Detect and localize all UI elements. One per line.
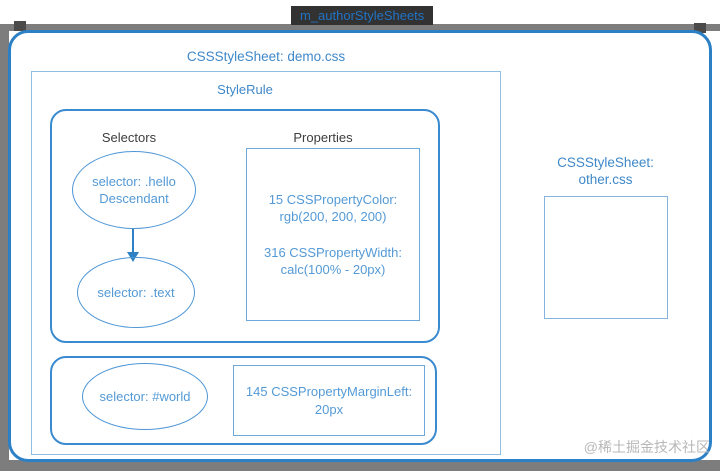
selector-hello-node: selector: .hello Descendant xyxy=(72,151,196,229)
properties-header: Properties xyxy=(293,130,353,145)
stylerule-box-2 xyxy=(50,356,437,445)
selector-hello-line2: Descendant xyxy=(99,191,169,206)
selector-text-label: selector: .text xyxy=(97,285,175,300)
selector-world-label: selector: #world xyxy=(99,389,191,404)
property-marginleft-box: 145 CSSPropertyMarginLeft: 20px xyxy=(233,365,425,436)
stylerule-title: StyleRule xyxy=(217,82,273,97)
author-stylesheets-tag: m_authorStyleSheets xyxy=(291,6,434,25)
selectors-header: Selectors xyxy=(101,130,157,145)
property-width-entry: 316 CSSPropertyWidth: calc(100% - 20px) xyxy=(264,244,402,279)
other-stylesheet-title: CSSStyleSheet: other.css xyxy=(544,154,667,188)
frame-shadow-notch-left xyxy=(14,21,26,31)
frame-shadow-left xyxy=(0,24,9,471)
stylerule-box-1 xyxy=(50,109,440,343)
other-stylesheet-title-line1: CSSStyleSheet: xyxy=(557,155,654,170)
selector-text-node: selector: .text xyxy=(77,257,195,328)
property-width-line2: calc(100% - 20px) xyxy=(280,262,386,277)
property-marginleft-entry: 145 CSSPropertyMarginLeft: 20px xyxy=(246,383,412,418)
properties-box: 15 CSSPropertyColor: rgb(200, 200, 200) … xyxy=(246,148,420,321)
other-stylesheet-box xyxy=(544,196,668,319)
property-color-line2: rgb(200, 200, 200) xyxy=(279,209,387,224)
property-width-line1: 316 CSSPropertyWidth: xyxy=(263,244,402,260)
selector-world-node: selector: #world xyxy=(82,363,208,430)
frame-shadow-top xyxy=(0,24,720,31)
property-marginleft-line2: 20px xyxy=(314,401,344,417)
property-color-entry: 15 CSSPropertyColor: rgb(200, 200, 200) xyxy=(269,191,398,226)
watermark: @稀土掘金技术社区 xyxy=(583,439,710,455)
property-marginleft-line1: 145 CSSPropertyMarginLeft: xyxy=(245,384,413,399)
selector-hello-line1: selector: .hello xyxy=(92,174,176,189)
demo-stylesheet-box xyxy=(31,71,501,455)
property-color-line1: 15 CSSPropertyColor: xyxy=(268,191,398,207)
frame-shadow-notch-right xyxy=(694,23,706,33)
demo-stylesheet-title: CSSStyleSheet: demo.css xyxy=(186,49,346,64)
descendant-arrow-line xyxy=(132,229,134,253)
frame-shadow-bottom xyxy=(0,460,720,471)
other-stylesheet-title-line2: other.css xyxy=(578,172,633,187)
